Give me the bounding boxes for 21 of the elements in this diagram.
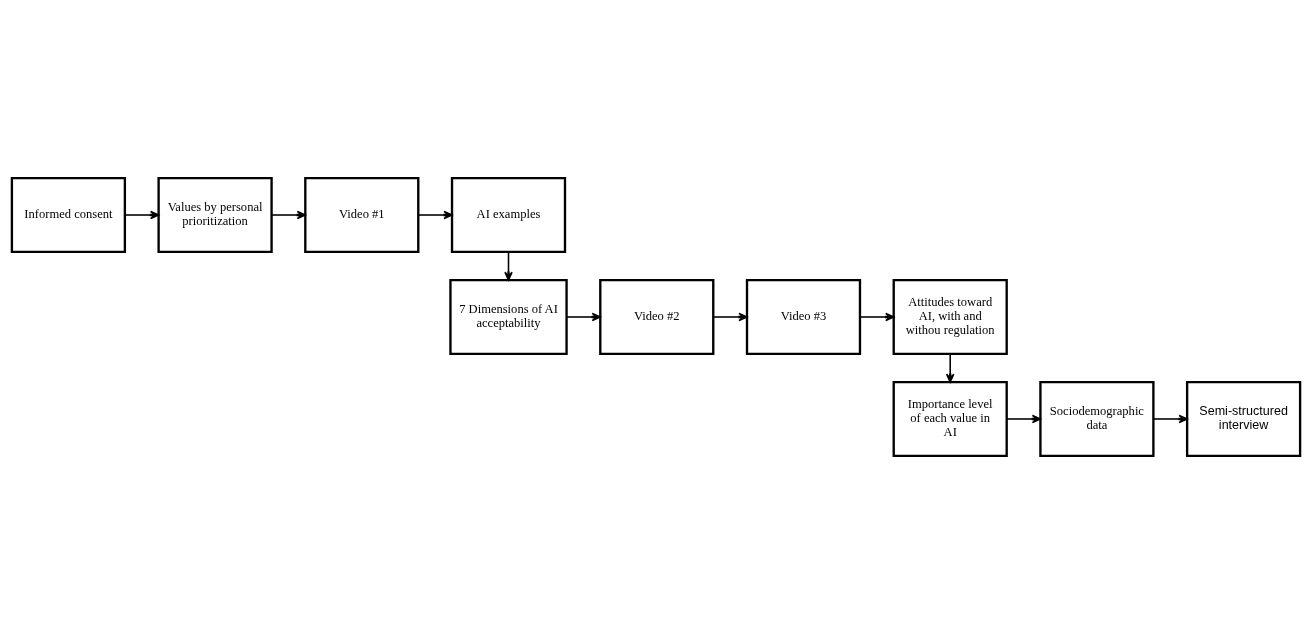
node-box: Attitudes toward AI, with and withou regulation (892, 278, 1008, 356)
node-box: Video #2 (599, 278, 715, 356)
arrow (417, 210, 453, 220)
node-box: Values by personal prioritization (157, 176, 273, 254)
arrow (712, 312, 748, 322)
node-box: Video #3 (745, 278, 862, 356)
arrow (504, 251, 513, 281)
arrow (271, 210, 306, 220)
arrow (859, 312, 895, 322)
node-box: Informed consent (10, 176, 127, 254)
node-box: Sociodemographic data (1039, 380, 1155, 458)
arrow (124, 210, 160, 220)
node-box: AI examples (450, 176, 567, 254)
arrow (1152, 414, 1188, 424)
node-box: 7 Dimensions of AI acceptability (449, 278, 568, 356)
arrow (565, 312, 601, 322)
node-box: Video #1 (304, 176, 420, 254)
node-box: Semi-structured interview (1185, 380, 1302, 458)
node-box: Importance level of each value in AI (892, 380, 1008, 458)
arrow (945, 353, 955, 383)
arrow (1006, 414, 1042, 424)
